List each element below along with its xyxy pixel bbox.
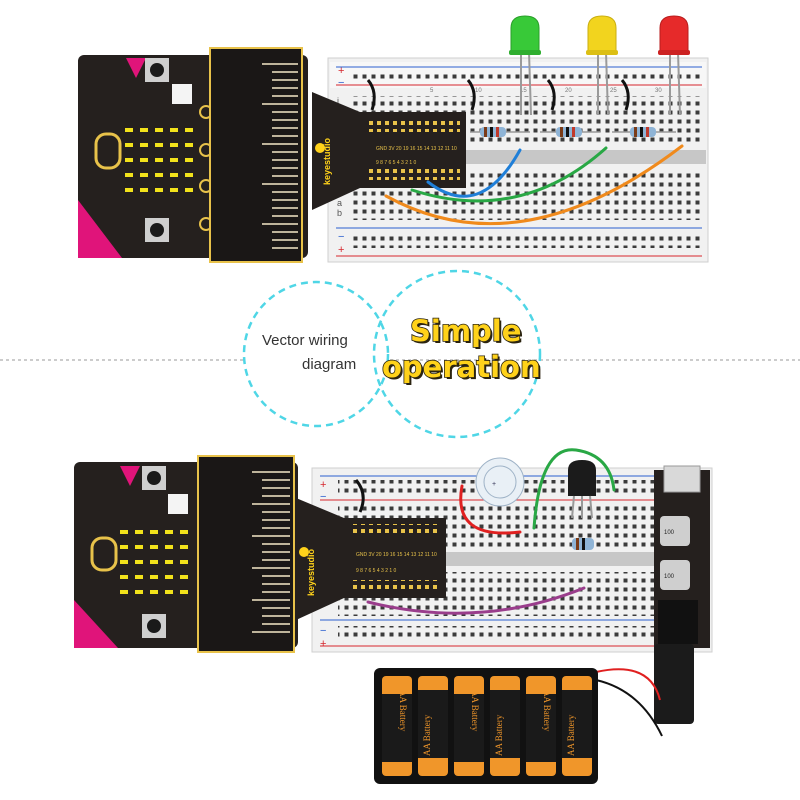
svg-text:+: + — [320, 638, 326, 650]
label-diagram: diagram — [302, 356, 357, 373]
dashed-circle-left — [242, 280, 390, 428]
buzzer: + — [475, 457, 525, 507]
middle-band — [0, 269, 800, 439]
wires-bottom — [366, 448, 616, 615]
battery-cell: AA Battery — [562, 676, 592, 776]
row-letter-j: j — [336, 96, 339, 106]
label-vector-wiring: Vector wiring — [262, 332, 348, 349]
battery-cell: AA Battery — [454, 676, 484, 776]
svg-text:−: − — [320, 625, 326, 637]
bottom-assembly: + − − + + — [74, 448, 713, 784]
battery-cell: AA Battery — [490, 676, 520, 776]
svg-text:9 8 7 6 5 4 3 2 1 0: 9 8 7 6 5 4 3 2 1 0 — [356, 568, 397, 574]
battery-cell-label: AA Battery — [494, 714, 504, 756]
battery-cell-label: AA Battery — [470, 690, 480, 732]
svg-text:−: − — [320, 491, 326, 503]
svg-text:100: 100 — [664, 530, 675, 536]
battery-cell-label: AA Battery — [398, 690, 408, 732]
edge-connector-board-bottom: GND 3V 20 19 16 15 14 13 12 11 10 9 8 7 … — [296, 498, 446, 620]
column-number-10: 10 — [475, 88, 482, 94]
label-simple: Simple — [409, 313, 522, 349]
label-operation: operation — [381, 349, 541, 385]
top-assembly: + − − + j i a b c 1 5 10 15 20 25 30 — [78, 15, 709, 263]
svg-text:−: − — [338, 231, 344, 243]
column-number-20: 20 — [565, 88, 572, 94]
column-number-25: 25 — [610, 88, 617, 94]
svg-text:+: + — [338, 65, 344, 77]
svg-text:+: + — [320, 479, 326, 491]
battery-pack: AA Battery AA Battery AA Battery AA Batt… — [374, 668, 663, 784]
svg-text:100: 100 — [664, 574, 675, 580]
svg-text:−: − — [338, 77, 344, 89]
svg-text:GND 3V 20 19 16 15 14 13 12 11: GND 3V 20 19 16 15 14 13 12 11 10 — [376, 146, 457, 152]
row-letter-a: a — [337, 198, 342, 208]
svg-text:9 8 7 6 5 4 3 2 1 0: 9 8 7 6 5 4 3 2 1 0 — [376, 160, 417, 166]
battery-cell-label: AA Battery — [422, 714, 432, 756]
transistor — [568, 460, 596, 550]
microbit-top — [78, 47, 308, 263]
column-number-15: 15 — [520, 88, 527, 94]
column-number-5: 5 — [430, 88, 434, 94]
wires-top — [384, 144, 684, 226]
power-module: 100 100 — [654, 465, 710, 724]
microbit-bottom — [74, 455, 298, 653]
battery-cell: AA Battery — [526, 676, 556, 776]
brand-label-bottom: keyestudio — [306, 548, 316, 596]
column-number-30: 30 — [655, 88, 662, 94]
battery-cell: AA Battery — [418, 676, 448, 776]
svg-text:+: + — [338, 244, 344, 256]
dashed-circle-right — [372, 269, 542, 439]
row-letter-b: b — [337, 208, 342, 218]
brand-label-top: keyestudio — [322, 137, 332, 185]
leds-top — [509, 15, 690, 116]
svg-text:+: + — [492, 481, 496, 488]
edge-connector-board-top: GND 3V 20 19 16 15 14 13 12 11 10 9 8 7 … — [312, 92, 466, 210]
svg-text:GND 3V 20 19 16 15 14 13 12 11: GND 3V 20 19 16 15 14 13 12 11 10 — [356, 552, 437, 558]
resistors-top — [470, 127, 676, 137]
battery-cell-label: AA Battery — [542, 690, 552, 732]
battery-cell-label: AA Battery — [566, 714, 576, 756]
battery-cell: AA Battery — [382, 676, 412, 776]
